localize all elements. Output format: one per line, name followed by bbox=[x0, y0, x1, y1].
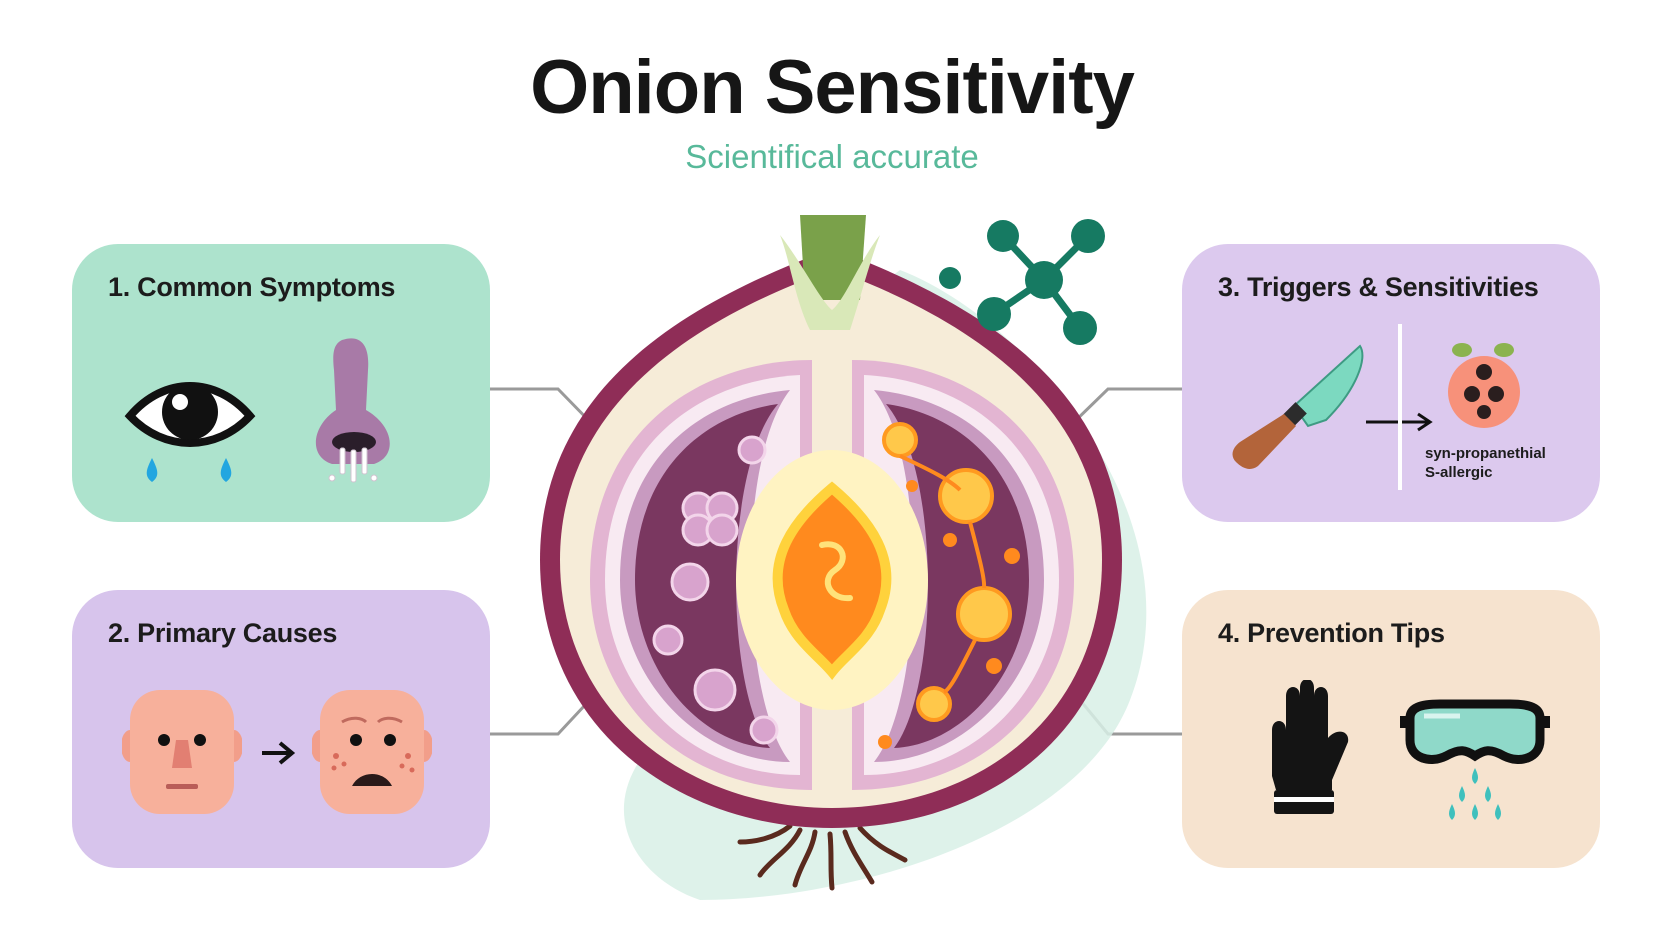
glove-icon bbox=[1272, 680, 1349, 814]
panel-title: 3. Triggers & Sensitivities bbox=[1218, 272, 1539, 302]
roots-icon bbox=[737, 823, 908, 891]
face-normal-icon bbox=[122, 690, 242, 814]
panel-title: 4. Prevention Tips bbox=[1218, 618, 1445, 648]
face-irritated-icon bbox=[312, 690, 432, 814]
page-subtitle: Scientifical accurate bbox=[685, 138, 979, 175]
onion-cross-section-icon bbox=[540, 215, 1122, 891]
panel-title: 1. Common Symptoms bbox=[108, 272, 396, 302]
panel-common-symptoms: 1. Common Symptoms bbox=[72, 244, 490, 522]
knife-icon bbox=[1232, 344, 1364, 469]
onion-core bbox=[772, 481, 892, 681]
panel-title: 2. Primary Causes bbox=[108, 618, 338, 648]
runny-nose-icon bbox=[315, 338, 390, 483]
chemical-note: S-allergic bbox=[1425, 464, 1493, 481]
arrow-right-icon bbox=[1366, 324, 1433, 490]
tearing-eye-icon bbox=[124, 382, 256, 482]
panel-triggers-sensitivities: 3. Triggers & Sensitivities bbox=[1182, 244, 1600, 522]
panel-primary-causes: 2. Primary Causes bbox=[72, 590, 490, 868]
molecule-icon bbox=[939, 219, 1105, 345]
goggles-icon bbox=[1400, 699, 1550, 820]
chemical-label: syn-propanethial S-allergic bbox=[1425, 444, 1546, 482]
chemical-name: syn-propanethial bbox=[1425, 445, 1546, 462]
onion-cell-icon bbox=[1448, 343, 1520, 428]
panel-prevention-tips: 4. Prevention Tips bbox=[1182, 590, 1600, 868]
page-title: Onion Sensitivity bbox=[530, 45, 1135, 130]
arrow-right-icon bbox=[262, 741, 296, 765]
